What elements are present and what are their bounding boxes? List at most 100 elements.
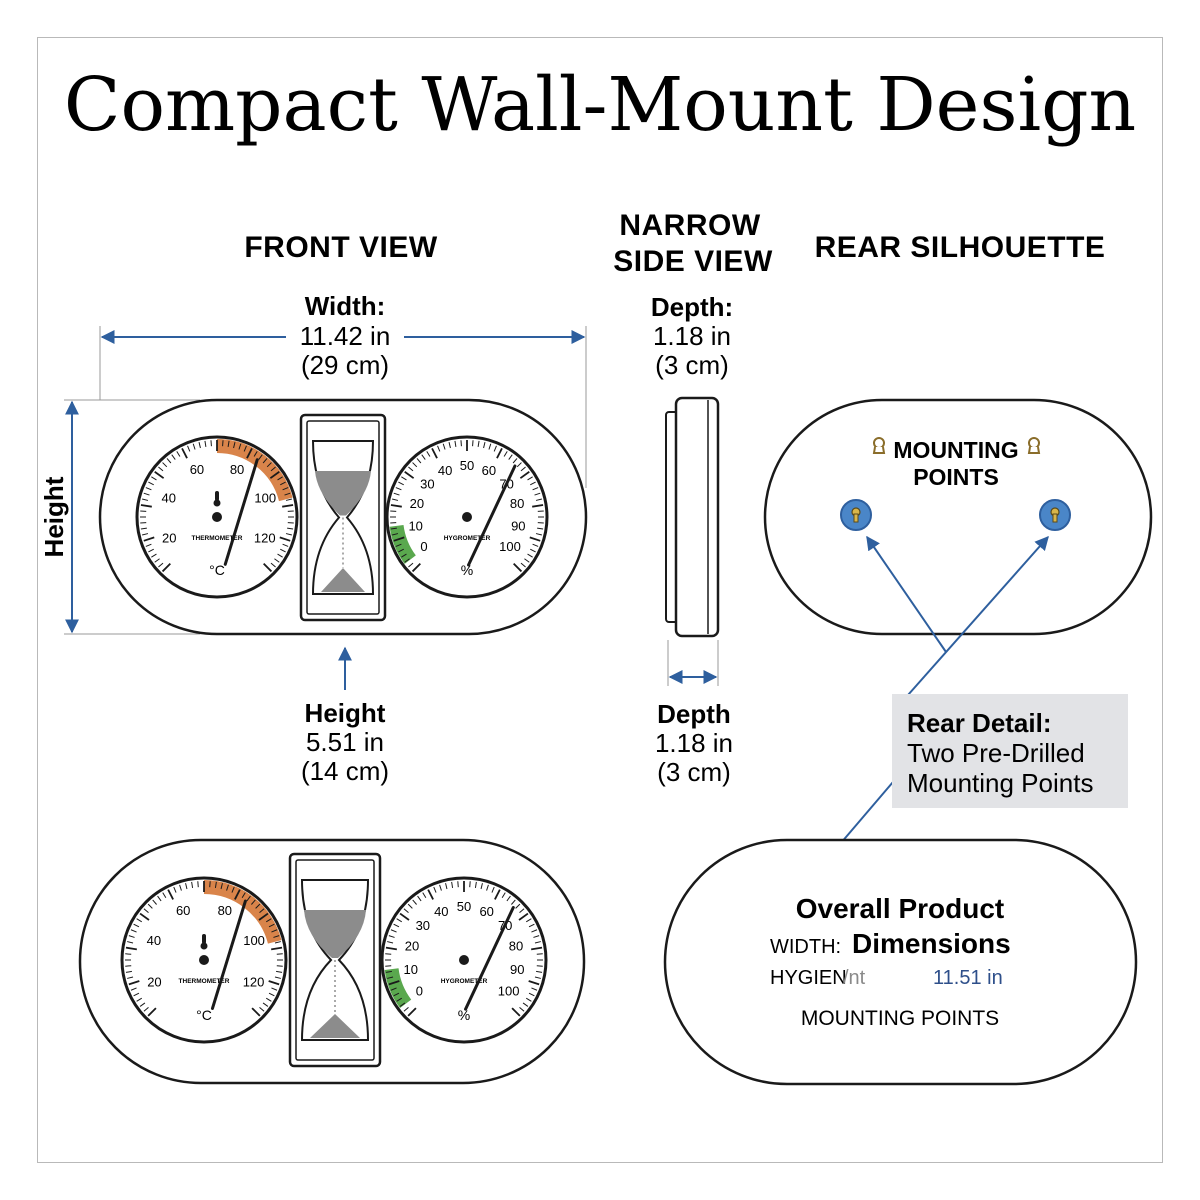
thermo-tick-mark — [191, 881, 194, 888]
thermo-tick-mark — [154, 471, 165, 479]
hygro-tick-mark — [393, 992, 400, 997]
dimensions-title-line1: Overall Product — [796, 893, 1005, 924]
thermo-tick-mark — [143, 536, 155, 542]
thermo-tick-mark — [204, 440, 207, 447]
hygro-accent-band — [384, 968, 412, 1009]
hygro-tick-label: 100 — [498, 983, 520, 998]
thermo-needle-hub — [212, 512, 222, 522]
hygro-tick-mark — [531, 946, 543, 951]
callout-background — [892, 694, 1128, 808]
thermo-tick-mark — [147, 1007, 157, 1017]
hygro-tick-mark — [388, 935, 395, 938]
hygro-tick-label: 40 — [438, 463, 452, 478]
width-metric: (29 cm) — [301, 350, 389, 380]
thermo-tick-mark — [127, 941, 134, 944]
hygro-tick-label: 100 — [499, 539, 521, 554]
thermo-tick-mark — [179, 884, 182, 891]
thermo-tick-mark — [198, 442, 201, 449]
thermo-tick-mark — [162, 892, 167, 899]
thermo-tick-label: 100 — [243, 933, 265, 948]
hygro-tick-mark — [392, 498, 399, 501]
thermo-tick-mark — [181, 447, 188, 459]
thermo-tick-mark — [140, 504, 152, 508]
hygro-tick-mark — [506, 895, 511, 902]
thermo-tick-mark — [227, 440, 230, 447]
hygro-needle-hub — [459, 955, 469, 965]
rear-mounting-label-line2: POINTS — [913, 464, 999, 490]
thermo-accent-band — [216, 439, 293, 502]
thermo-tick-mark — [133, 992, 140, 997]
hourglass-inner-frame — [306, 420, 380, 615]
hygro-tick-mark — [533, 935, 540, 938]
thermo-tick-mark — [214, 881, 217, 888]
hygro-tick-mark — [520, 466, 526, 472]
callout-arrow-right-mount — [907, 535, 1049, 696]
hygro-tick-mark — [534, 492, 541, 496]
hygro-tick-mark — [525, 997, 532, 1002]
thermo-tick-mark — [192, 443, 196, 450]
thermo-tick-mark — [152, 899, 157, 905]
thermo-tick-mark — [231, 886, 235, 893]
thermo-tick-mark — [154, 558, 160, 563]
hygro-tick-mark — [451, 881, 454, 888]
hygro-tick-mark — [392, 533, 399, 536]
height-metric: (14 cm) — [301, 756, 389, 786]
thermo-tick-mark — [270, 562, 276, 568]
thermo-tick-mark — [270, 466, 276, 472]
hygro-tick-mark — [515, 903, 521, 909]
thermo-tick-mark — [125, 970, 132, 973]
hygro-tick-mark — [488, 443, 492, 450]
hygro-tick-label: 80 — [509, 939, 523, 954]
thermo-tick-mark — [266, 462, 272, 468]
hygro-tick-label: 60 — [482, 463, 496, 478]
hygro-tick-mark — [448, 442, 451, 449]
thermometer-icon — [215, 491, 219, 501]
hygro-tick-mark — [454, 440, 457, 447]
thermo-tick-mark — [139, 1002, 146, 1007]
thermo-accent-band — [203, 880, 282, 944]
thermo-tick-label: 80 — [218, 903, 232, 918]
dimensions-garbled-text: /nt — [843, 967, 866, 989]
side-view-heading-line2: SIDE VIEW — [613, 245, 773, 278]
thermo-needle-hub — [199, 955, 209, 965]
thermo-tick-mark — [171, 454, 176, 460]
hygro-tick-mark — [398, 481, 404, 486]
thermo-tick-label: 120 — [254, 531, 276, 546]
hygro-tick-mark — [530, 548, 536, 553]
thermometer-icon — [202, 934, 206, 944]
thermo-tick-mark — [265, 997, 272, 1002]
hygro-tick-mark — [433, 886, 437, 893]
mounting-point-icon — [1039, 499, 1071, 531]
hygro-needle — [467, 464, 517, 567]
thermo-tick-mark — [133, 923, 140, 928]
hygro-tick-mark — [516, 462, 522, 468]
hygro-tick-mark — [431, 447, 438, 459]
thermo-tick-mark — [243, 445, 247, 452]
thermo-needle — [210, 899, 247, 1010]
thermo-unit: °C — [196, 1007, 212, 1023]
hygro-tick-mark — [532, 487, 539, 491]
thermo-tick-mark — [285, 533, 292, 536]
hygro-tick-mark — [512, 458, 518, 464]
thermo-tick-mark — [140, 527, 147, 530]
hygro-tick-mark — [522, 1002, 529, 1007]
height-vertical-label: Height — [39, 476, 69, 557]
bottom-hygrometer-dial: 0102030405060708090100HYGROMETER% — [380, 876, 548, 1044]
thermo-tick-mark — [241, 892, 246, 899]
hygro-tick-mark — [519, 471, 530, 479]
thermo-tick-mark — [274, 976, 281, 979]
mounting-point-icon — [840, 499, 872, 531]
thermo-tick-mark — [151, 553, 157, 558]
hygro-tick-mark — [529, 536, 541, 542]
bottom-hourglass — [288, 852, 382, 1068]
hygro-tick-mark — [486, 884, 489, 891]
dimensions-box-outline — [663, 838, 1138, 1086]
hourglass-top-sand — [315, 471, 371, 516]
hygro-unit: % — [461, 562, 473, 578]
thermo-unit: °C — [209, 562, 225, 578]
hygro-tick-label: 60 — [479, 904, 493, 919]
hygro-tick-mark — [390, 527, 397, 530]
thermo-tick-mark — [142, 498, 149, 501]
